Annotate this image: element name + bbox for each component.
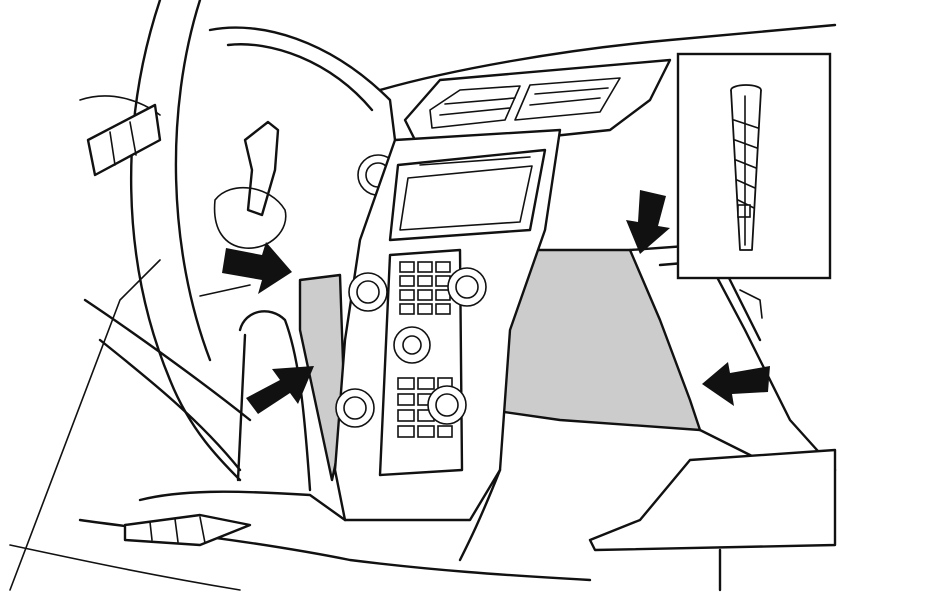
clip-detail-inset: [676, 52, 832, 280]
knob-upper-right: [447, 267, 487, 307]
lower-console: [9, 468, 592, 591]
arrow-upper-left: [222, 242, 292, 294]
knob-lower-left: [335, 388, 375, 428]
nav-wheel: [393, 326, 431, 364]
wiper-stalk: [243, 120, 280, 217]
knob-lower-right: [427, 385, 467, 425]
left-switch-panel: [86, 103, 162, 177]
steering-column-area: [9, 0, 312, 591]
glovebox-lower: [588, 448, 837, 552]
display-screen: [388, 148, 547, 242]
center-stack: [298, 128, 702, 522]
arrow-lower-left: [246, 366, 314, 414]
arrow-lower-right: [702, 362, 770, 406]
fastener-clip-icon: [730, 84, 762, 251]
callout-arrows: [222, 190, 770, 414]
lower-switch-panel: [123, 513, 252, 547]
dashboard-upper-frame: [208, 23, 837, 196]
knob-upper-left: [348, 272, 388, 312]
arrow-top-right: [626, 190, 670, 254]
